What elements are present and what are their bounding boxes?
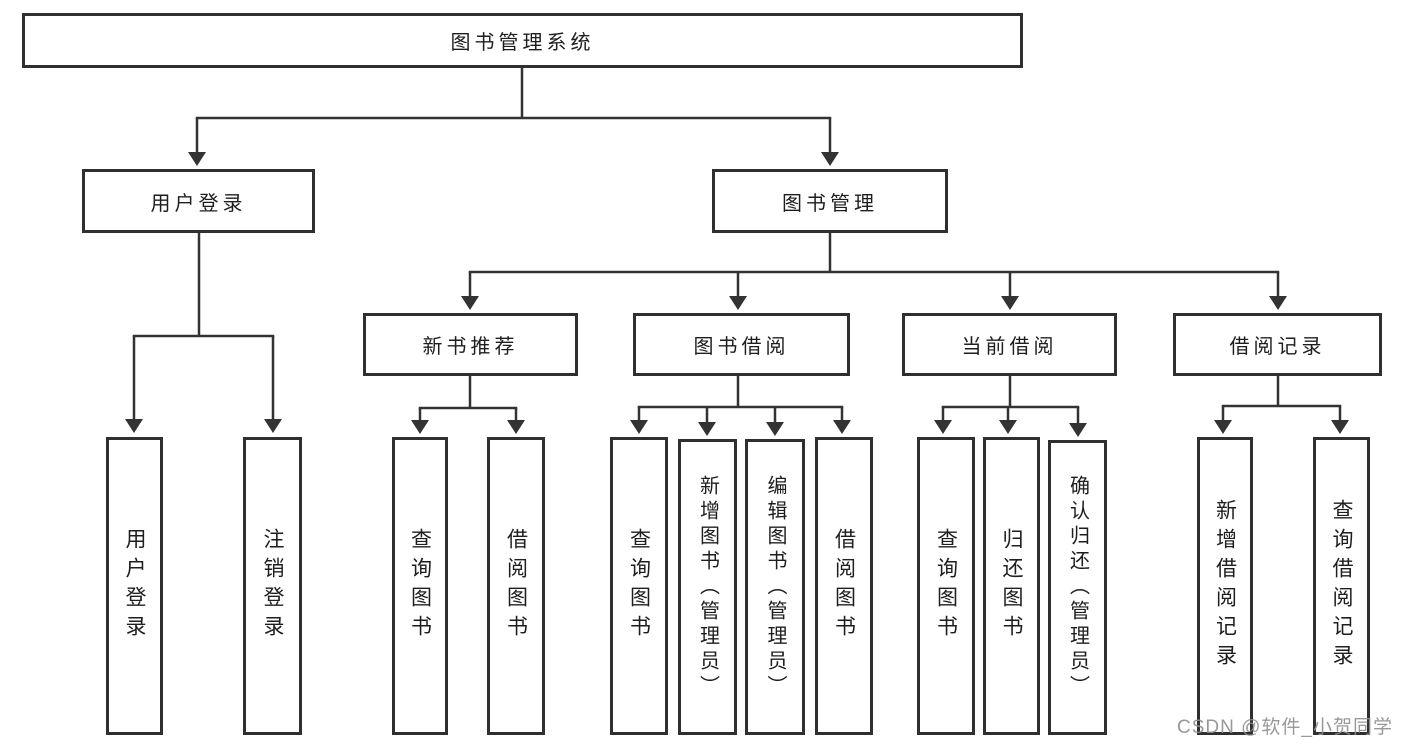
leaf-borrow-book-recommend-label: 借阅图书 bbox=[504, 528, 528, 644]
leaf-query-borrow-record: 查询借阅记录 bbox=[1313, 437, 1370, 735]
leaf-query-books-recommend-label: 查询图书 bbox=[408, 528, 432, 644]
node-current-borrowing: 当前借阅 bbox=[902, 313, 1117, 376]
leaf-add-book-admin-label: 新增图书（管理员） bbox=[696, 474, 719, 700]
leaf-query-books-borrowing: 查询图书 bbox=[610, 437, 668, 735]
arrowheads bbox=[125, 118, 1349, 437]
leaf-query-borrow-record-label: 查询借阅记录 bbox=[1330, 499, 1353, 673]
node-book-management: 图书管理 bbox=[712, 169, 948, 233]
leaf-user-login-label: 用户登录 bbox=[123, 528, 146, 644]
watermark-text: CSDN @软件_小贺同学 bbox=[1177, 717, 1393, 738]
node-library-system: 图书管理系统 bbox=[22, 13, 1023, 68]
leaf-borrow-book-recommend: 借阅图书 bbox=[487, 437, 545, 735]
leaf-return-book: 归还图书 bbox=[983, 437, 1040, 735]
node-current-borrowing-label: 当前借阅 bbox=[961, 336, 1058, 358]
node-borrowing-records: 借阅记录 bbox=[1173, 313, 1382, 376]
node-user-login: 用户登录 bbox=[82, 169, 315, 233]
node-book-borrowing-label: 图书借阅 bbox=[693, 336, 790, 358]
leaf-logout-label: 注销登录 bbox=[261, 528, 284, 644]
leaf-add-book-admin: 新增图书（管理员） bbox=[678, 439, 737, 735]
leaf-confirm-return-admin: 确认归还（管理员） bbox=[1048, 440, 1107, 735]
node-new-book-recommendation: 新书推荐 bbox=[363, 313, 578, 376]
leaf-query-books-recommend: 查询图书 bbox=[392, 437, 448, 735]
node-book-management-label: 图书管理 bbox=[782, 192, 878, 215]
node-user-login-label: 用户登录 bbox=[150, 192, 247, 215]
node-new-book-recommendation-label: 新书推荐 bbox=[422, 336, 519, 358]
leaf-add-borrow-record-label: 新增借阅记录 bbox=[1213, 499, 1237, 673]
leaf-add-borrow-record: 新增借阅记录 bbox=[1197, 437, 1253, 735]
node-library-system-label: 图书管理系统 bbox=[450, 32, 595, 54]
leaf-query-books-current-label: 查询图书 bbox=[934, 528, 958, 644]
leaf-query-books-current: 查询图书 bbox=[917, 437, 975, 735]
leaf-logout: 注销登录 bbox=[243, 437, 302, 735]
tree-branch-lines bbox=[132, 66, 1342, 410]
node-book-borrowing: 图书借阅 bbox=[633, 313, 850, 376]
leaf-user-login: 用户登录 bbox=[106, 437, 163, 735]
leaf-edit-book-admin: 编辑图书（管理员） bbox=[745, 439, 805, 735]
leaf-borrow-book-borrowing-label: 借阅图书 bbox=[832, 528, 856, 644]
leaf-edit-book-admin-label: 编辑图书（管理员） bbox=[764, 474, 786, 700]
leaf-return-book-label: 归还图书 bbox=[1000, 528, 1023, 644]
node-borrowing-records-label: 借阅记录 bbox=[1229, 336, 1326, 358]
leaf-confirm-return-admin-label: 确认归还（管理员） bbox=[1066, 475, 1089, 700]
leaf-query-books-borrowing-label: 查询图书 bbox=[627, 528, 651, 644]
leaf-borrow-book-borrowing: 借阅图书 bbox=[815, 437, 873, 735]
